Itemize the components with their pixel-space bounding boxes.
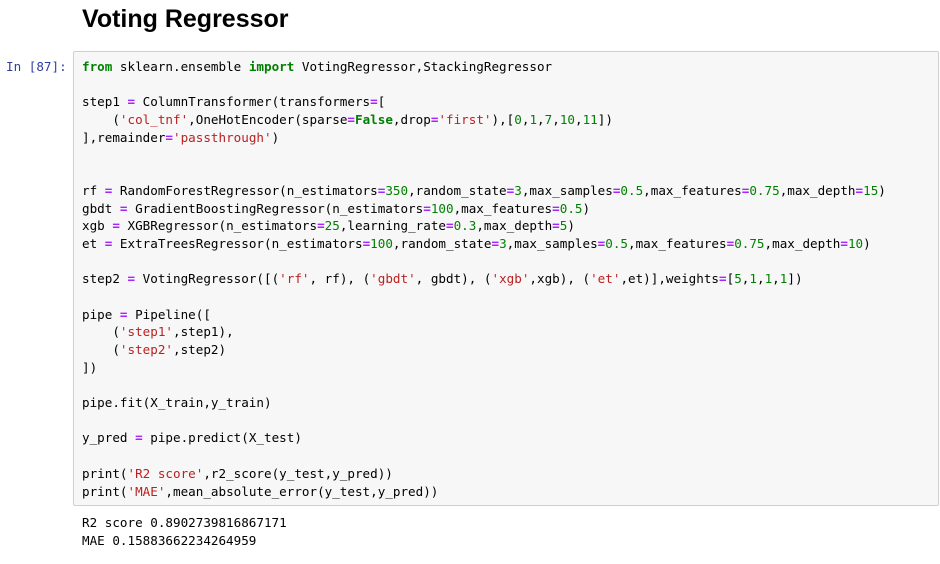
- code-line: ​: [82, 146, 886, 164]
- code-line: step2 = VotingRegressor([('rf', rf), ('g…: [82, 271, 803, 287]
- code-line: ]): [82, 359, 98, 375]
- code-line: et = ExtraTreesRegressor(n_estimators=10…: [82, 235, 871, 251]
- code-line: gbdt = GradientBoostingRegressor(n_estim…: [82, 200, 591, 216]
- section-heading: Voting Regressor: [82, 5, 289, 33]
- code-line: ​: [82, 376, 886, 394]
- cell-prompt: In [87]:: [6, 59, 67, 74]
- code-line: ​: [82, 288, 886, 306]
- code-line: ​: [82, 76, 886, 94]
- code-line: from sklearn.ensemble import VotingRegre…: [82, 59, 553, 74]
- output-line: MAE 0.15883662234264959: [82, 532, 257, 548]
- code-line: pipe = Pipeline([: [82, 306, 211, 322]
- code-line: pipe.fit(X_train,y_train): [82, 395, 272, 411]
- code-line: rf = RandomForestRegressor(n_estimators=…: [82, 182, 886, 198]
- code-line: y_pred = pipe.predict(X_test): [82, 430, 302, 446]
- code-editor[interactable]: from sklearn.ensemble import VotingRegre…: [82, 58, 886, 500]
- code-line: print('R2 score',r2_score(y_test,y_pred)…: [82, 465, 393, 481]
- code-line: print('MAE',mean_absolute_error(y_test,y…: [82, 483, 439, 499]
- code-line: step1 = ColumnTransformer(transformers=[: [82, 94, 386, 110]
- code-line: ('step2',step2): [82, 342, 227, 357]
- code-line: ('step1',step1),: [82, 324, 234, 340]
- output-line: R2 score 0.8902739816867171: [82, 515, 287, 530]
- code-line: ],remainder='passthrough'): [82, 129, 280, 145]
- code-line: xgb = XGBRegressor(n_estimators=25,learn…: [82, 218, 575, 234]
- code-line: ​: [82, 412, 886, 430]
- code-line: ('col_tnf',OneHotEncoder(sparse=False,dr…: [82, 112, 613, 128]
- code-line: ​: [82, 447, 886, 465]
- code-line: ​: [82, 164, 886, 182]
- code-line: ​: [82, 253, 886, 271]
- code-cell[interactable]: [73, 51, 939, 506]
